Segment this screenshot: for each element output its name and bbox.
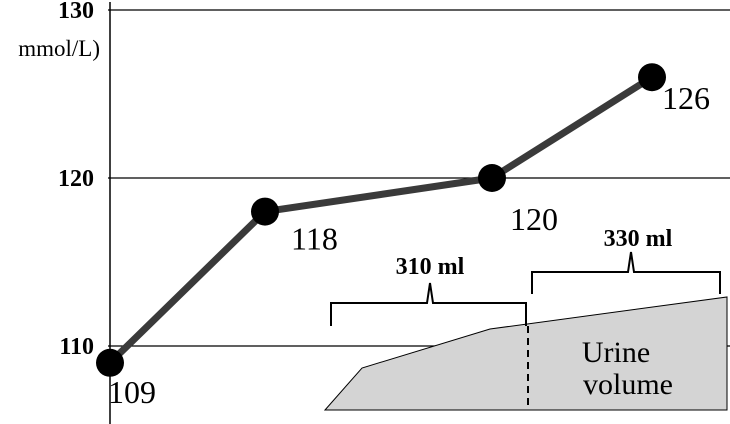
brace-310ml [330, 282, 527, 326]
data-point-126 [638, 63, 666, 92]
data-points [96, 63, 666, 377]
urine-volume-area [323, 296, 728, 411]
y-tick-labels: 110 120 130 [58, 0, 94, 360]
interval-label-310ml: 310 ml [396, 254, 465, 280]
y-tick-label-130: 130 [58, 0, 94, 24]
data-point-109 [96, 348, 124, 377]
urine-volume-label-line2: volume [583, 368, 673, 401]
grid-lines [108, 9, 730, 347]
data-point-118 [251, 197, 279, 226]
data-point-labels: 109 118 120 126 [108, 80, 710, 410]
data-label-109: 109 [108, 374, 156, 410]
data-point-120 [478, 164, 506, 192]
brace-330ml [531, 251, 721, 294]
y-tick-label-110: 110 [59, 334, 94, 360]
data-label-120: 120 [510, 201, 558, 237]
urine-volume-label-line1: Urine [582, 336, 650, 369]
y-tick-label-120: 120 [58, 166, 94, 192]
y-axis-unit-label: mmol/L) [18, 36, 100, 61]
sodium-series-line [107, 74, 654, 366]
data-label-126: 126 [662, 80, 710, 116]
data-label-118: 118 [291, 221, 338, 257]
interval-label-330ml: 330 ml [604, 226, 673, 252]
